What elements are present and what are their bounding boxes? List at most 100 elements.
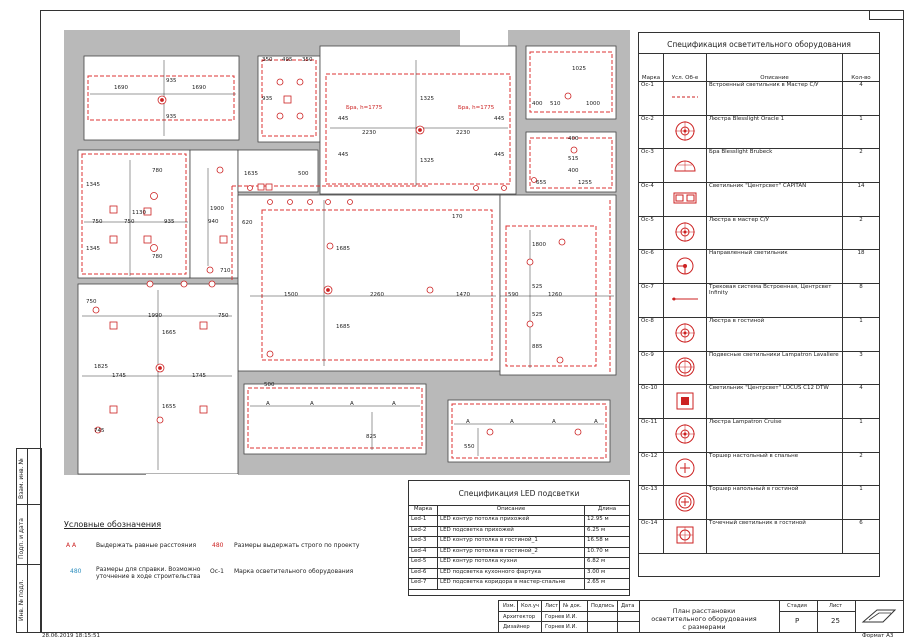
row-description: Направленный светильник xyxy=(706,249,843,285)
row-description: Подвесные светильники Lampatron Lavalier… xyxy=(706,350,843,386)
row-qty: 18 xyxy=(842,249,880,285)
led-col-mark: Марка xyxy=(408,505,438,516)
dim-label: 1345 xyxy=(86,182,100,188)
room-kitchen xyxy=(499,194,617,376)
row-mark: Ос-3 xyxy=(638,148,664,184)
dim-label: 400 xyxy=(568,136,579,142)
led-row-description: LED контур потолка в гостиной_1 xyxy=(437,536,585,548)
side-stamp-block: Взам. инв. № Подп. и дата Инв. № подл. xyxy=(16,448,42,633)
dim-label: 1745 xyxy=(112,373,126,379)
chandelier-icon xyxy=(674,221,696,245)
equal-mark: A xyxy=(310,401,314,407)
led-row-length: 6.82 м xyxy=(584,557,630,569)
room-living xyxy=(237,194,501,372)
room-hall-top xyxy=(319,45,517,195)
dim-label: 745 xyxy=(94,428,105,434)
row-mark: Ос-6 xyxy=(638,249,664,285)
dim-label: 500 xyxy=(298,171,309,177)
row-qty: 2 xyxy=(842,148,880,184)
dim-label: 885 xyxy=(532,344,543,350)
equal-mark: A xyxy=(594,419,598,425)
dim-label: 350 xyxy=(302,57,313,63)
floor-lamp-icon xyxy=(674,491,696,515)
dim-label: 1655 xyxy=(162,404,176,410)
led-row-mark: Led-7 xyxy=(408,578,438,590)
row-symbol xyxy=(663,249,707,285)
row-mark: Ос-2 xyxy=(638,114,664,150)
dim-label: 590 xyxy=(508,292,519,298)
track-line-icon xyxy=(670,294,700,306)
dim-label: 750 xyxy=(86,299,97,305)
row-symbol xyxy=(663,81,707,116)
row-symbol xyxy=(663,283,707,318)
led-row-description: LED контур потолка в гостиной_2 xyxy=(437,546,585,558)
row-qty: 4 xyxy=(842,81,880,116)
row-symbol xyxy=(663,417,707,453)
stage-value: Р xyxy=(795,617,800,625)
row-symbol xyxy=(663,384,707,419)
pendant-icon xyxy=(674,356,696,380)
row-mark: Ос-13 xyxy=(638,485,664,520)
sheet-number: 25 xyxy=(831,617,840,625)
dim-label: 710 xyxy=(220,268,231,274)
led-row-mark: Led-4 xyxy=(408,546,438,558)
led-row-length: 12.95 м xyxy=(584,515,630,527)
dim-label: 1130 xyxy=(132,210,146,216)
led-row-mark: Led-3 xyxy=(408,536,438,548)
dim-label: 935 xyxy=(166,78,177,84)
dim-label: 1470 xyxy=(456,292,470,298)
row-qty: 6 xyxy=(842,518,880,554)
equal-mark: A xyxy=(266,401,270,407)
lighting-spec-title: Спецификация осветительного оборудования xyxy=(667,40,851,49)
dim-label: 935 xyxy=(166,114,177,120)
tb-header: Изм. xyxy=(503,603,516,609)
row-mark: Ос-14 xyxy=(638,518,664,554)
chandelier-icon xyxy=(674,322,696,346)
dim-label: 350 xyxy=(262,57,273,63)
dim-label: 620 xyxy=(242,220,253,226)
tb-header: Лист xyxy=(545,603,559,609)
row-description: Светильник "Центрсвет" LOCUS C12 DTW xyxy=(706,384,843,419)
dim-label: 935 xyxy=(164,219,175,225)
dim-label: 525 xyxy=(532,284,543,290)
chandelier-icon xyxy=(674,423,696,447)
row-description: Люстра Blesslight Oracle 1 xyxy=(706,114,843,150)
timestamp: 28.06.2019 18:15:51 xyxy=(42,633,100,639)
row-symbol xyxy=(663,451,707,487)
dim-label: 750 xyxy=(92,219,103,225)
row-description: Бра Blesslight Brubeck xyxy=(706,148,843,184)
dim-label: 1325 xyxy=(420,96,434,102)
row-qty: 2 xyxy=(842,215,880,251)
sheet-title: План расстановки осветительного оборудов… xyxy=(651,607,757,631)
row-qty: 14 xyxy=(842,182,880,217)
led-row-length: 6.25 м xyxy=(584,525,630,537)
row-description: Торшер настольный в спальне xyxy=(706,451,843,487)
bra-label-left: Бра, h=1775 xyxy=(346,105,383,111)
legend-text: Размеры выдержать строго по проекту xyxy=(234,542,360,549)
row-qty: 1 xyxy=(842,114,880,150)
dim-label: 1745 xyxy=(192,373,206,379)
row-symbol xyxy=(663,518,707,554)
led-col-length: Длина xyxy=(584,505,630,516)
row-description: Трековая система Встроенная, Центрсвет I… xyxy=(706,283,843,318)
dim-label: 750 xyxy=(124,219,135,225)
sheet-corner-tag xyxy=(869,10,904,20)
row-mark: Ос-7 xyxy=(638,283,664,318)
title-block: Изм. Кол.уч Лист № док. Подпись Дата Арх… xyxy=(498,600,904,633)
legend-text: Выдержать равные расстояния xyxy=(96,542,197,549)
dim-label: 525 xyxy=(532,312,543,318)
dim-label: 1025 xyxy=(572,66,586,72)
legend-symbol-mark: Ос-1 xyxy=(210,568,225,575)
row-symbol xyxy=(663,215,707,251)
led-row-description: LED подсветка кухонного фартука xyxy=(437,567,585,579)
row-description: Светильник "Центрсвет" CAPITAN xyxy=(706,182,843,217)
dim-label: 2230 xyxy=(362,130,376,136)
row-description: Торшер напольный в гостиной xyxy=(706,485,843,520)
sheet-frame xyxy=(40,10,904,633)
dim-label: 750 xyxy=(218,313,229,319)
